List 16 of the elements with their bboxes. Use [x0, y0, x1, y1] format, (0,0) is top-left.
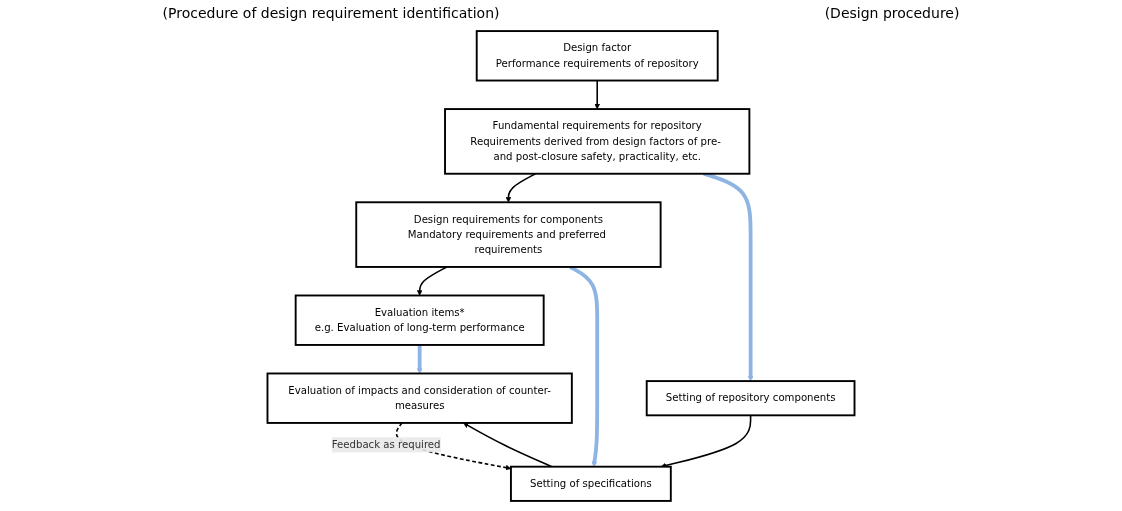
edge-label: Feedback as required: [331, 438, 441, 451]
arrow: [463, 422, 553, 468]
arrow: [416, 266, 448, 296]
arrow: [594, 79, 600, 110]
node-box: Fundamental requirements for repository Requirements derived from design factors of pre- and post-closure safety, practicality, etc.: [444, 108, 751, 175]
column-heading: (Design procedure): [824, 5, 960, 21]
arrow: [416, 344, 423, 374]
node-box: Evaluation of impacts and consideration of counter-measures: [266, 372, 573, 424]
node-box: Setting of repository components: [645, 380, 856, 417]
node-box: Design factor Performance requirements of repository: [475, 30, 719, 82]
node-box: Evaluation items* e.g. Evaluation of long-term performance: [294, 294, 545, 346]
arrow: [569, 265, 600, 467]
arrow: [505, 172, 537, 203]
column-heading: (Procedure of design requirement identification): [162, 5, 500, 21]
node-box: Design requirements for components Mandatory requirements and preferred requirements: [355, 201, 662, 268]
node-box: Setting of specifications: [510, 465, 672, 502]
